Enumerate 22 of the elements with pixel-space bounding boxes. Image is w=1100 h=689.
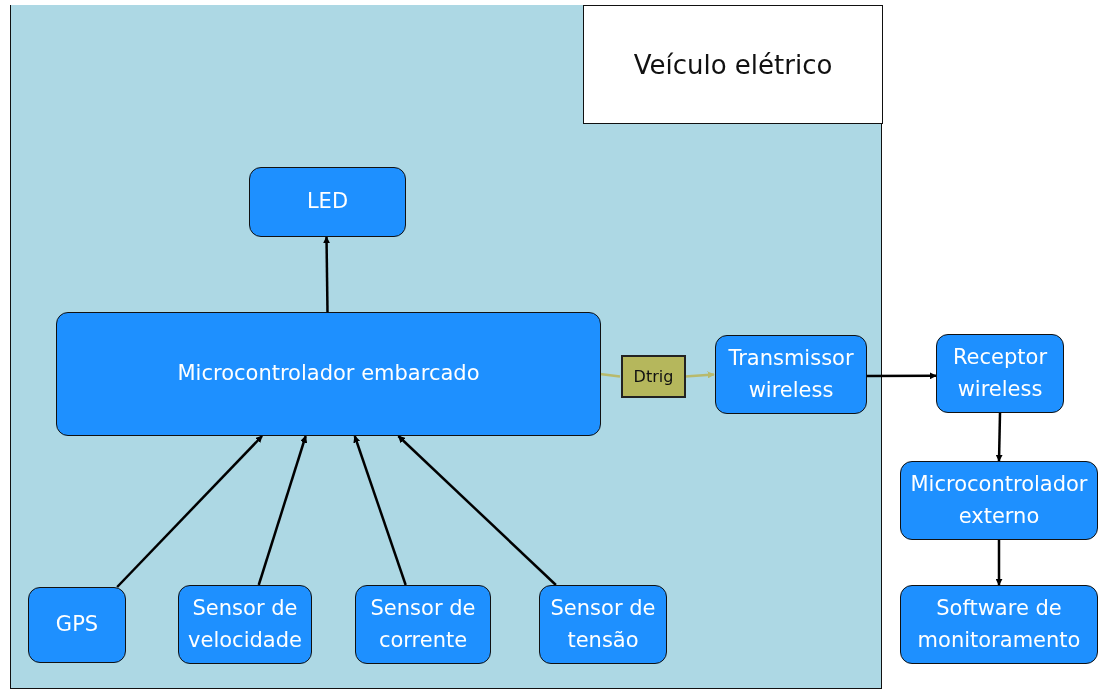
arrow — [321, 236, 332, 312]
process-box: Microcontrolador externo — [900, 461, 1098, 540]
process-box: Sensor de corrente — [355, 585, 491, 664]
process-box: Receptor wireless — [936, 334, 1064, 413]
vehicle-panel — [10, 5, 882, 689]
process-box: GPS — [28, 587, 126, 663]
process-box: Software de monitoramento — [900, 585, 1098, 664]
arrow — [257, 435, 308, 586]
process-box: Microcontrolador embarcado — [56, 312, 601, 436]
arrow — [866, 370, 937, 382]
arrow — [352, 435, 407, 586]
arrow — [684, 369, 715, 381]
process-box: Transmissor wireless — [715, 335, 867, 414]
arrow — [397, 435, 557, 586]
process-box: Sensor de tensão — [539, 585, 667, 664]
arrow — [993, 540, 1005, 586]
arrow — [994, 412, 1005, 462]
process-box: Sensor de velocidade — [178, 585, 312, 664]
title-box: Veículo elétrico — [583, 5, 883, 124]
process-box: LED — [249, 167, 406, 237]
signal-box: Dtrig — [621, 355, 686, 398]
arrow — [116, 435, 263, 588]
